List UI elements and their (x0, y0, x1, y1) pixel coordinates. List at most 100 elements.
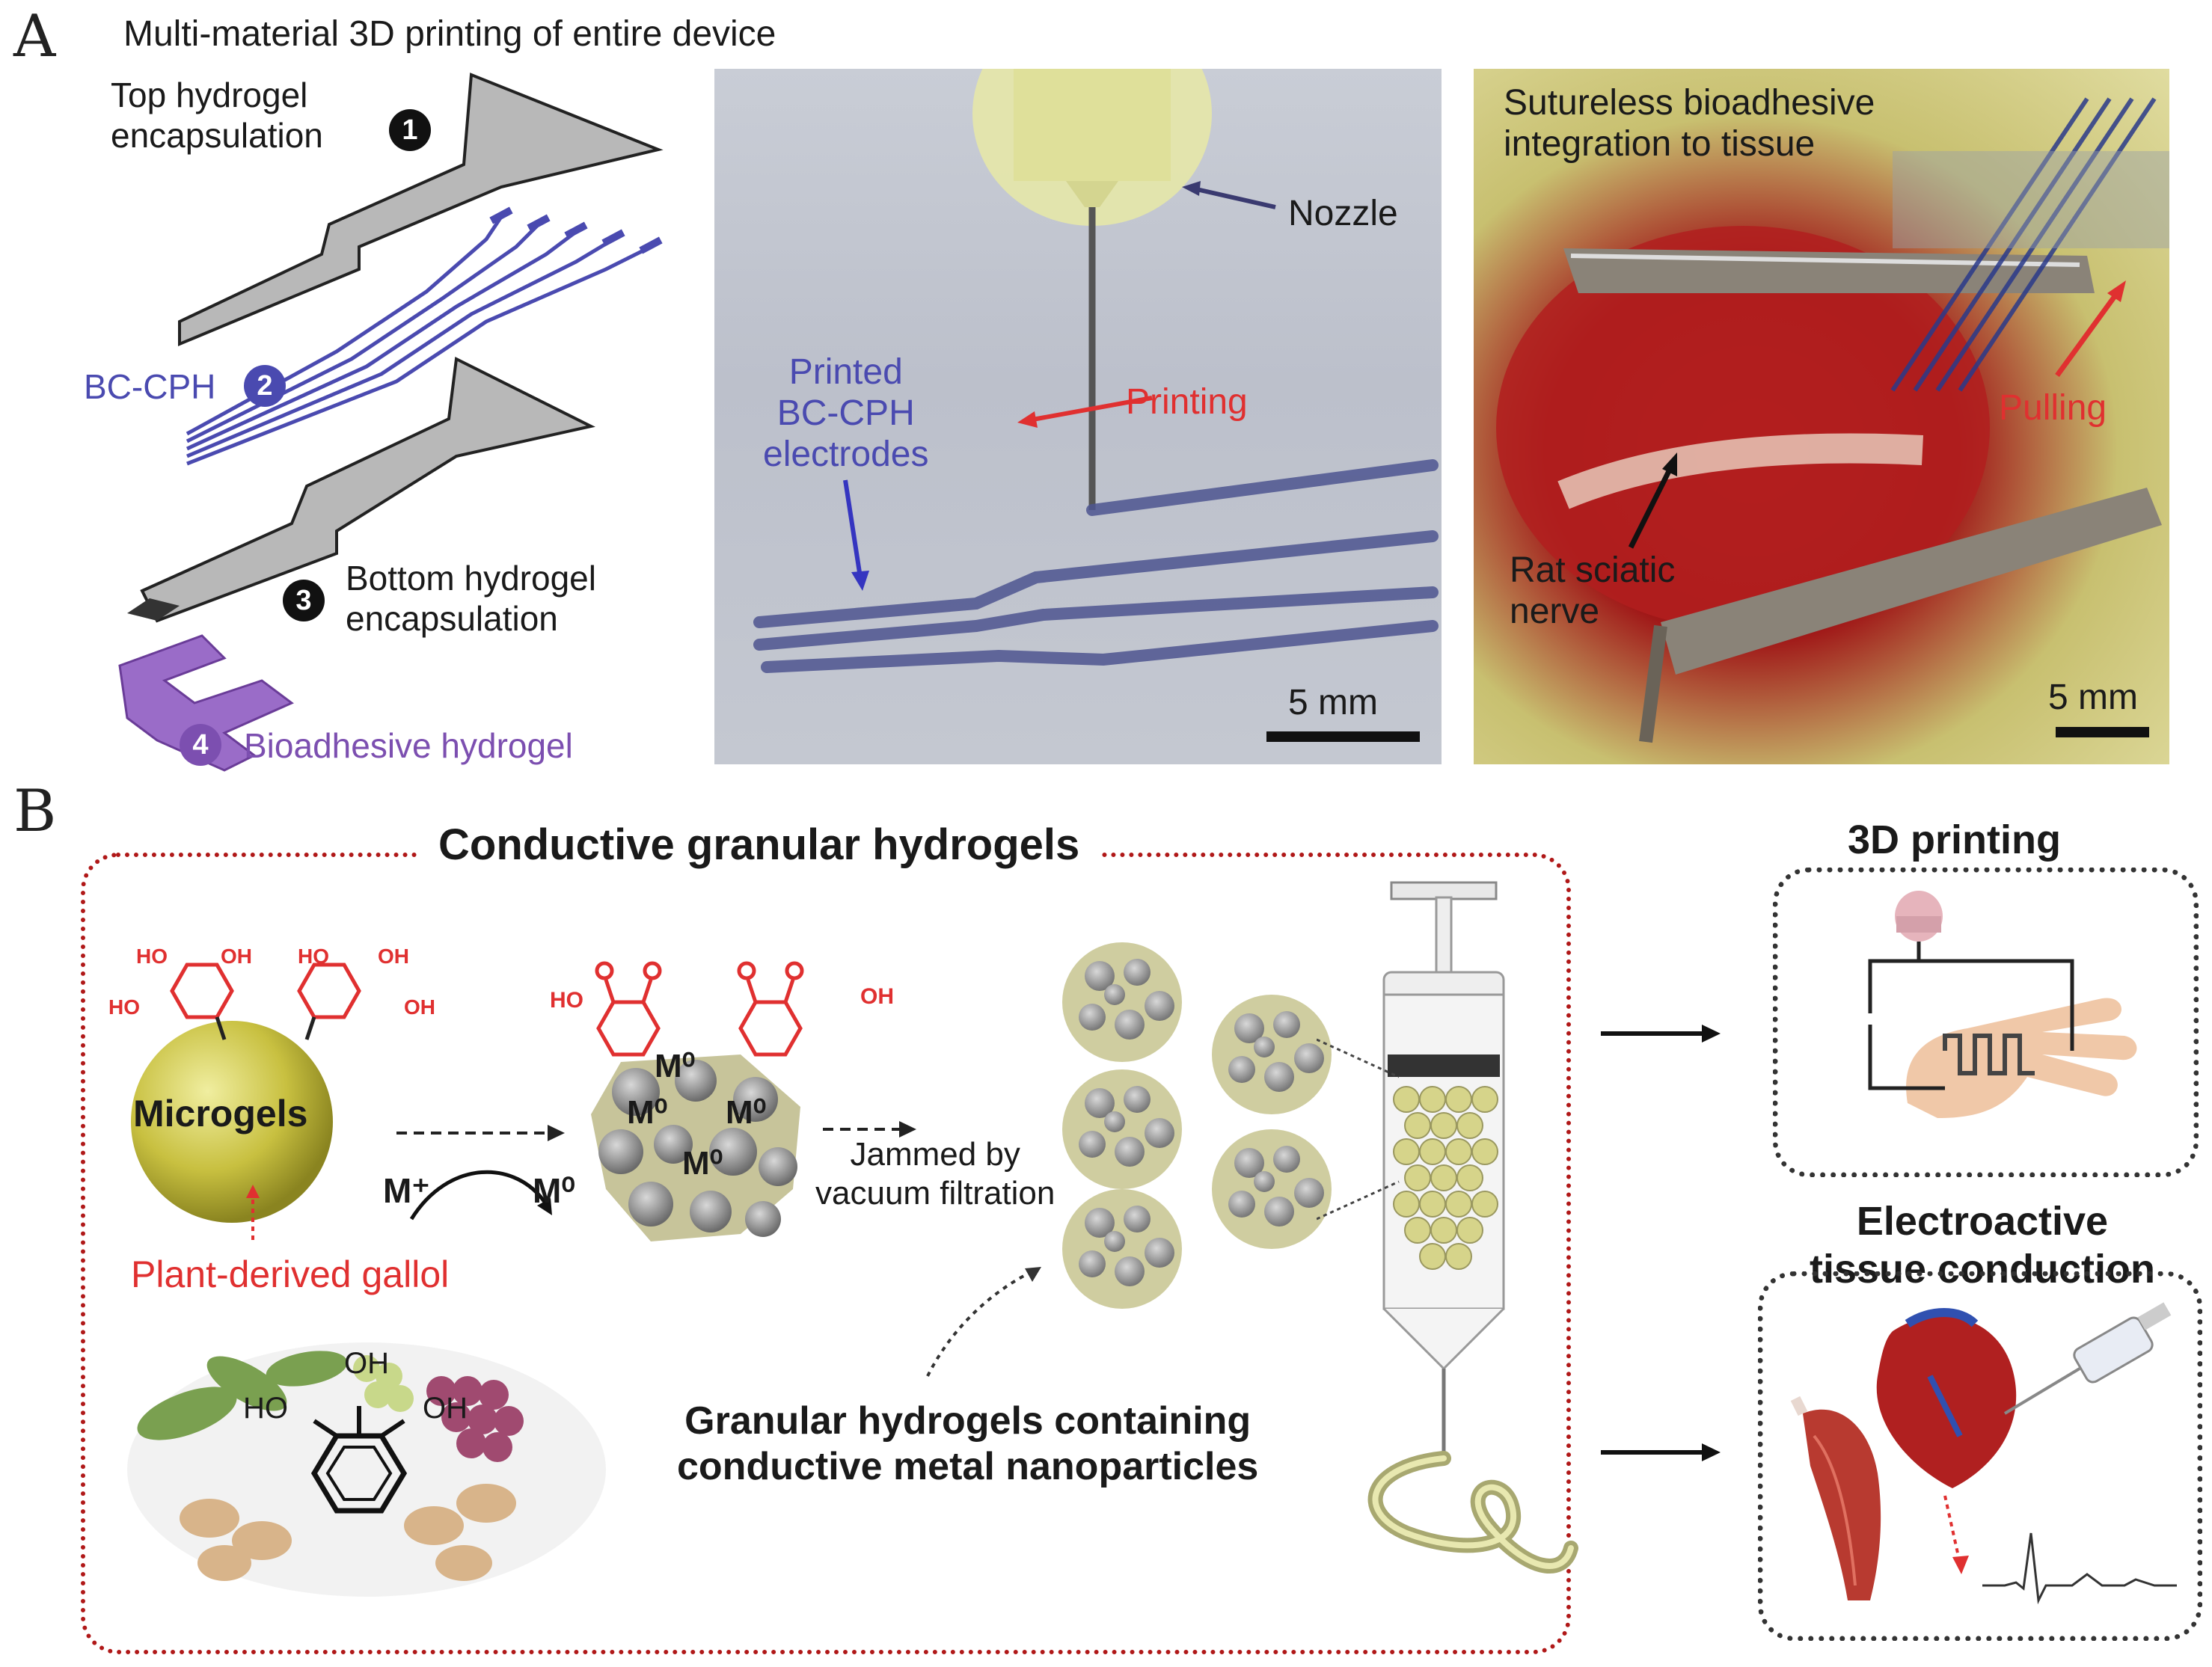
gallol-oh-right: OH (423, 1392, 468, 1425)
box-title: Conductive granular hydrogels (419, 820, 1100, 871)
granule (1062, 1069, 1182, 1189)
layer-1-badge: 1 (389, 109, 431, 151)
heart (1876, 1316, 2017, 1488)
syringe-granules (1393, 1086, 1498, 1270)
gallol-ring (297, 963, 361, 1019)
quinone-ring (596, 1000, 661, 1057)
granule (1062, 1189, 1182, 1309)
tissue-scale-label: 5 mm (2048, 678, 2138, 717)
layer-1-label: Top hydrogel encapsulation (111, 76, 323, 156)
printing-outcome-box (1773, 868, 2199, 1177)
microgels-label: Microgels (133, 1093, 308, 1135)
printing-photo (714, 69, 1442, 764)
plant-source-illustration (127, 1342, 606, 1597)
granular-hydrogels-label: Granular hydrogels containing conductive… (677, 1399, 1259, 1489)
reduction-curve-arrow (409, 1170, 548, 1221)
bioadhesive-hydrogel-layer (118, 634, 294, 772)
gallol-ring (170, 963, 234, 1019)
ho-label-3: HO (298, 945, 329, 968)
electrode-pads (489, 206, 663, 254)
plant-gallol-arrow (246, 1185, 260, 1240)
printing-label: Printing (1126, 382, 1248, 422)
electroactive-outcome-title: Electroactive tissue conduction (1809, 1199, 2156, 1292)
electroactive-outcome-box (1758, 1271, 2202, 1641)
ho-label-2: HO (108, 995, 140, 1019)
microgel-sphere (131, 1021, 333, 1223)
printed-circuit-hand (1868, 891, 2137, 1118)
zoom-connectors (1317, 1038, 1400, 1221)
electrode-trace (1086, 459, 1439, 516)
granular-pointer (926, 1267, 1041, 1377)
printing-outcome-title: 3D printing (1848, 817, 2061, 862)
metal-nanoparticles (598, 1060, 797, 1237)
printing-scale-label: 5 mm (1288, 683, 1378, 722)
granular-cluster (1062, 942, 1332, 1309)
layer-4-label: Bioadhesive hydrogel (244, 726, 573, 765)
nerve-arrow (1628, 464, 1675, 549)
ecg-trace (1982, 1532, 2177, 1605)
syringe-illustration (1367, 881, 1578, 1574)
circuit-wire (1868, 942, 1921, 1013)
electrodes-arrow (843, 479, 863, 578)
plant-derived-gallol-label: Plant-derived gallol (131, 1253, 450, 1295)
injection-syringe (2003, 1302, 2172, 1415)
reaction-m-zero: M⁰ (533, 1171, 575, 1210)
printed-electrodes-label: Printed BC-CPH electrodes (763, 352, 929, 475)
layer-3-badge: 3 (283, 580, 325, 621)
pulling-label: Pulling (1999, 388, 2107, 428)
signal-pointer (1943, 1495, 1961, 1564)
printing-arrow (1028, 396, 1153, 423)
granule (1212, 995, 1332, 1114)
electrode-trace (761, 620, 1439, 673)
panel-a-letter: A (13, 3, 56, 70)
oh-label-1: OH (221, 945, 252, 968)
sciatic-nerve (1557, 433, 1923, 509)
gallol-microgel-scheme (131, 961, 916, 1241)
granule (1062, 942, 1182, 1062)
electrode-trace (753, 530, 1439, 628)
serpentine-trace (1943, 1034, 2035, 1075)
layer-3-label: Bottom hydrogel encapsulation (346, 559, 596, 639)
nozzle-arrow (1192, 186, 1276, 209)
syringe-plunger (1388, 1054, 1500, 1077)
panel-a-title: Multi-material 3D printing of entire dev… (123, 14, 776, 54)
printing-scale-bar (1266, 731, 1420, 742)
grapes-purple (426, 1376, 524, 1462)
m0-label-3: M⁰ (726, 1094, 767, 1131)
bc-cph-electrode-traces (186, 215, 652, 466)
layer-4-badge: 4 (180, 724, 221, 766)
granule (1212, 1129, 1332, 1249)
m0-label-4: M⁰ (682, 1145, 723, 1182)
oh-label-4: OH (860, 984, 894, 1009)
m0-label-2: M⁰ (627, 1094, 668, 1131)
grapes-green (353, 1355, 414, 1412)
outcome-arrows (1601, 1025, 1721, 1461)
tissue-photo (1474, 69, 2169, 764)
panel-b-letter: B (13, 778, 57, 845)
tissue-scale-bar (2056, 727, 2149, 737)
quinone-ring (738, 1000, 803, 1057)
leaves (137, 1351, 348, 1440)
ho-label-1: HO (136, 945, 168, 968)
reaction-m-plus: M⁺ (383, 1171, 430, 1210)
rat-nerve-label: Rat sciatic nerve (1510, 550, 1676, 632)
oh-label-2: OH (378, 945, 409, 968)
ho-label-4: HO (550, 988, 583, 1013)
heart-muscle-illustration (1790, 1302, 2177, 1605)
gallol-oh-top: OH (344, 1347, 389, 1380)
nuts (180, 1484, 516, 1581)
jammed-label: Jammed by vacuum filtration (815, 1136, 1056, 1212)
m0-label-1: M⁰ (655, 1048, 696, 1084)
nozzle-label: Nozzle (1288, 194, 1398, 233)
pulling-arrow (2055, 291, 2119, 378)
lower-forceps (1661, 488, 2162, 675)
electrode-trace (753, 586, 1439, 651)
layer-2-label: BC-CPH (84, 367, 216, 406)
tissue-photo-title: Sutureless bioadhesive integration to ti… (1504, 83, 1875, 165)
device-layer-diagram (118, 73, 664, 772)
extruded-filament (1367, 1451, 1578, 1574)
top-hydrogel-layer (178, 73, 664, 346)
oh-label-3: OH (404, 995, 435, 1019)
layer-2-badge: 2 (244, 365, 286, 407)
gallol-ho-left: HO (243, 1392, 288, 1425)
